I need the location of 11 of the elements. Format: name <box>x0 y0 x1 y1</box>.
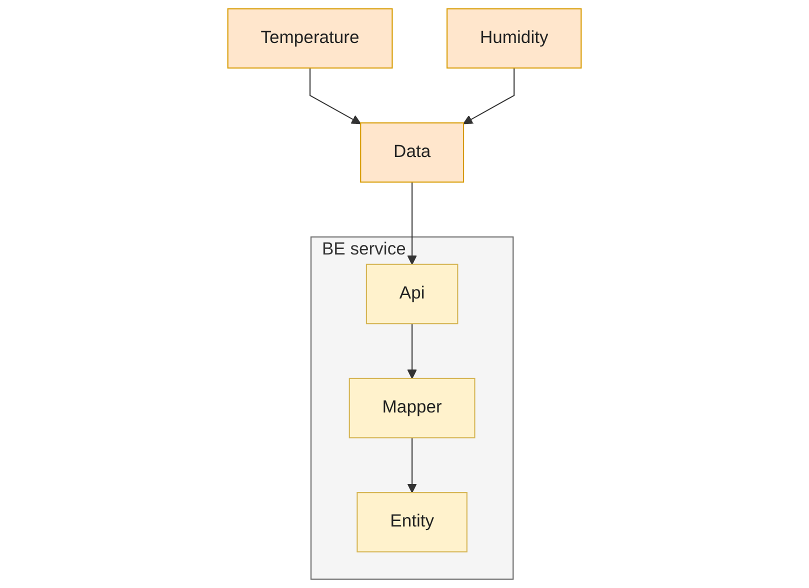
node-box: Humidity <box>446 8 582 69</box>
arrow <box>407 324 417 379</box>
arrow <box>407 182 417 265</box>
node-box: Mapper <box>348 378 476 438</box>
node-box: Entity <box>356 492 468 552</box>
node-box: Api <box>366 264 458 324</box>
arrow <box>463 68 515 124</box>
node-box: Data <box>360 122 464 183</box>
arrow <box>407 438 417 493</box>
arrow <box>309 68 362 124</box>
node-box: Temperature <box>227 8 393 69</box>
